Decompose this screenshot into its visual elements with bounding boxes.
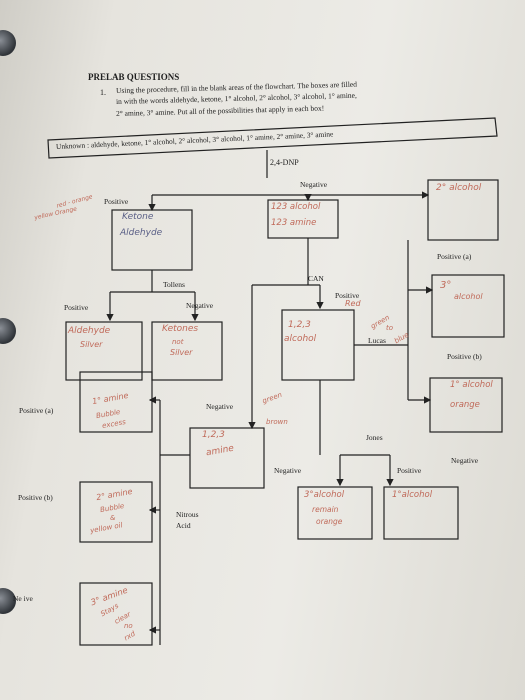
label-tollens: Tollens — [163, 280, 185, 289]
label-negative-dnp: Negative — [300, 180, 328, 189]
label-negative-tollens: Negative — [186, 301, 214, 310]
box-tertiary-alcohol — [431, 274, 505, 338]
label-positive-tollens: Positive — [64, 303, 89, 312]
hw-ketones: Ketones — [162, 324, 199, 334]
box-primary-alcohol-orange — [429, 377, 503, 433]
hw-aldehyde-silver-2: Silver — [80, 340, 103, 349]
label-positive-dnp: Positive — [104, 197, 129, 206]
hw-123-amine: 123 amine — [271, 218, 317, 228]
label-jones: Jones — [366, 433, 383, 442]
unknown-box — [47, 117, 498, 159]
hw-brown: brown — [266, 418, 288, 426]
label-positive-jones: Positive — [397, 466, 422, 475]
box-tertiary-amine — [79, 582, 153, 646]
box-secondary-amine — [79, 481, 153, 543]
label-negative-jones: Negative — [274, 466, 302, 475]
hw-tertiary-alcohol-remain-1: 3°alcohol — [304, 490, 345, 500]
label-negative-left: Ne ive — [13, 594, 33, 603]
label-positive-a-right: Positive (a) — [437, 252, 472, 261]
label-can: CAN — [308, 274, 324, 283]
hw-123-1: 1,2,3 — [288, 320, 311, 330]
box-123-amine — [189, 427, 265, 489]
box-secondary-alcohol-top — [427, 179, 499, 241]
box-aldehyde-silver — [65, 321, 143, 381]
hw-silver: Silver — [170, 348, 193, 357]
label-nitrous: Nitrous — [176, 510, 199, 519]
hw-secondary-amine-and: & — [110, 514, 116, 522]
box-primary-amine — [79, 371, 153, 433]
hw-ketone: Ketone — [122, 212, 154, 222]
hw-primary-alcohol-jones: 1°alcohol — [392, 490, 433, 500]
hw-primary-alcohol-orange: orange — [450, 400, 480, 410]
hw-to: to — [386, 324, 394, 332]
box-ketones-not-silver — [151, 321, 223, 381]
binder-hole-top — [0, 30, 16, 56]
hw-secondary-alcohol-top: 2° alcohol — [436, 183, 482, 193]
hw-123-2: alcohol — [284, 334, 317, 344]
label-positive-a-left: Positive (a) — [19, 406, 54, 415]
hw-123-alcohol: 123 alcohol — [271, 202, 321, 212]
label-negative-right: Negative — [451, 456, 479, 465]
label-acid: Acid — [176, 521, 191, 530]
hw-no: no — [124, 622, 133, 630]
hw-tertiary-alcohol-2: alcohol — [454, 292, 483, 301]
hw-not: not — [172, 338, 184, 346]
question-number: 1. — [100, 88, 106, 97]
label-positive-can: Positive — [335, 291, 360, 300]
hw-aldehyde-silver-1: Aldehyde — [68, 326, 111, 336]
label-dnp: 2,4-DNP — [270, 158, 299, 167]
label-positive-b-right: Positive (b) — [447, 352, 482, 361]
box-tertiary-alcohol-remain — [297, 486, 373, 540]
binder-hole-middle — [0, 318, 16, 344]
hw-aldehyde: Aldehyde — [120, 228, 163, 238]
box-primary-alcohol-jones — [383, 486, 459, 540]
box-123-alcohol-amine — [267, 199, 339, 239]
hw-tertiary-alcohol-1: 3° — [440, 280, 452, 291]
hw-tertiary-alcohol-remain-2: remain — [312, 505, 339, 514]
hw-123-amine-1: 1,2,3 — [202, 430, 225, 440]
prelab-title: PRELAB QUESTIONS — [88, 72, 180, 82]
hw-red: Red — [345, 299, 361, 308]
hw-primary-alcohol: 1° alcohol — [450, 380, 493, 390]
label-lucas: Lucas — [368, 336, 386, 345]
hw-tertiary-alcohol-remain-3: orange — [316, 517, 343, 526]
binder-hole-bottom — [0, 588, 16, 614]
label-negative-can: Negative — [206, 402, 234, 411]
label-positive-b-left: Positive (b) — [18, 493, 53, 502]
